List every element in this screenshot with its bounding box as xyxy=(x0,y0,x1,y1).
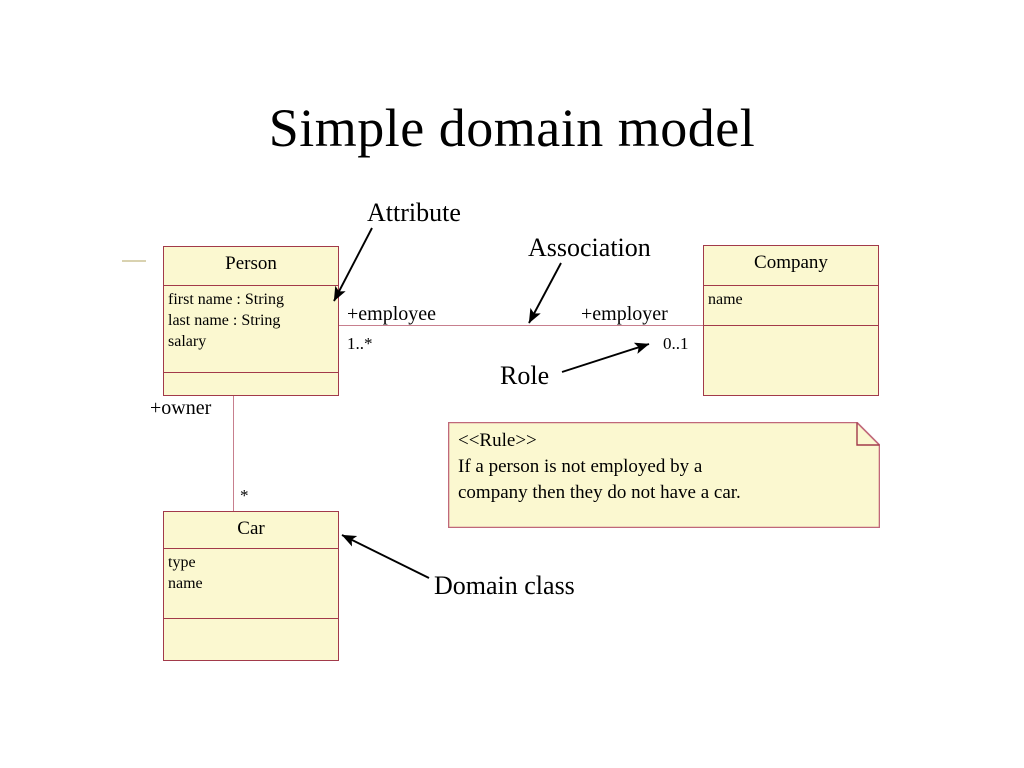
callout-label-role: Role xyxy=(500,361,550,390)
page-title: Simple domain model xyxy=(268,98,756,158)
association-role-employer: +employer xyxy=(581,303,668,325)
association-line-employment xyxy=(338,325,704,326)
note-stereotype: <<Rule>> xyxy=(458,430,537,451)
uml-class-person[interactable]: Person first name : String last name : S… xyxy=(163,246,339,396)
class-attributes-person: first name : String last name : String s… xyxy=(164,286,338,373)
association-multiplicity-car: * xyxy=(240,486,249,505)
uml-class-company[interactable]: Company name xyxy=(703,245,879,396)
attribute-item: last name : String xyxy=(168,312,281,329)
callout-arrow-association xyxy=(528,262,562,324)
association-line-ownership xyxy=(233,395,234,512)
callout-label-attribute: Attribute xyxy=(367,198,461,227)
class-name-car: Car xyxy=(164,512,338,549)
attribute-item: salary xyxy=(168,333,207,350)
association-multiplicity-employer: 0..1 xyxy=(663,334,689,353)
class-operations-car xyxy=(164,619,338,660)
attribute-item: first name : String xyxy=(168,291,284,308)
class-operations-company xyxy=(704,326,878,395)
callout-label-association: Association xyxy=(528,233,651,262)
class-attributes-car: type name xyxy=(164,549,338,619)
note-shape xyxy=(448,422,880,528)
association-multiplicity-employee: 1..* xyxy=(347,334,373,353)
uml-class-car[interactable]: Car type name xyxy=(163,511,339,661)
class-name-person: Person xyxy=(164,247,338,286)
uml-note-rule[interactable]: <<Rule>> If a person is not employed by … xyxy=(448,422,880,528)
callout-arrow-attribute xyxy=(333,227,373,302)
callout-label-domain-class: Domain class xyxy=(434,571,575,600)
class-name-company: Company xyxy=(704,246,878,286)
association-role-owner: +owner xyxy=(150,397,212,419)
association-role-employee: +employee xyxy=(347,303,437,325)
callout-arrow-role xyxy=(561,342,650,373)
callout-arrow-domain-class xyxy=(341,534,430,579)
note-text: <<Rule>> If a person is not employed by … xyxy=(458,428,868,506)
class-operations-person xyxy=(164,373,338,395)
note-line-2: company then they do not have a car. xyxy=(458,482,741,503)
attribute-item: name xyxy=(168,575,203,592)
decorative-dash xyxy=(122,260,146,262)
class-attributes-company: name xyxy=(704,286,878,326)
attribute-item: name xyxy=(708,291,743,308)
attribute-item: type xyxy=(168,554,196,571)
note-line-1: If a person is not employed by a xyxy=(458,456,703,477)
